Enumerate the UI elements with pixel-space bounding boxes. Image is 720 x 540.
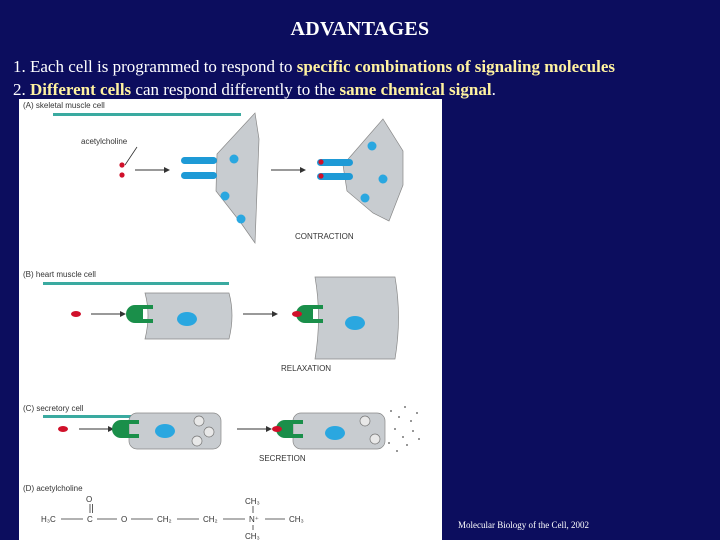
figure-svg: (A) skeletal muscle cell acetylcholine C… xyxy=(23,101,420,540)
panel-b-label-bar xyxy=(43,282,229,285)
ligand xyxy=(292,311,302,317)
formula-ch2-a: CH₂ xyxy=(157,515,172,524)
ligand-dot xyxy=(119,162,125,168)
panel-c-label-bar xyxy=(43,415,179,418)
receptor xyxy=(181,157,217,164)
receptor xyxy=(181,172,217,179)
formula-ch3-right: CH₃ xyxy=(289,515,304,524)
secreted-particles xyxy=(388,406,420,452)
ligand-dot xyxy=(318,159,324,165)
advantage-2-middle: can respond differently to the xyxy=(131,80,340,99)
nucleus xyxy=(367,141,377,151)
formula-ester-o: O xyxy=(121,515,127,524)
advantage-1-text: 1. Each cell is programmed to respond to xyxy=(13,57,297,76)
receptor xyxy=(276,420,303,438)
formula-ch3-bottom: CH₃ xyxy=(245,532,260,540)
advantage-1-highlight: specific combinations of signaling molec… xyxy=(296,57,616,76)
nucleus xyxy=(345,316,365,330)
panel-c-label: (C) secretory cell xyxy=(23,404,84,413)
formula-carbonyl-c: C xyxy=(87,515,93,524)
panel-b: (B) heart muscle cell RELAXATION xyxy=(23,270,399,373)
advantage-2: 2. Different cells can respond different… xyxy=(13,80,496,100)
receptor xyxy=(126,305,153,323)
acetylcholine-formula: H₃C C O O CH₂ CH₂ N⁺ CH₃ CH₃ CH₃ xyxy=(41,495,304,540)
ligand xyxy=(272,426,282,432)
ligand-dot xyxy=(119,172,125,178)
formula-carbonyl-o: O xyxy=(86,495,92,504)
receptor xyxy=(317,173,353,180)
formula-n: N⁺ xyxy=(249,515,259,524)
advantage-2-suffix: . xyxy=(491,80,496,99)
advantage-2-highlight-cells: Different cells xyxy=(30,80,132,99)
formula-ch3-top: CH₃ xyxy=(245,497,260,506)
muscle-cell xyxy=(215,112,260,245)
panel-d-label: (D) acetylcholine xyxy=(23,484,83,493)
advantage-1: 1. Each cell is programmed to respond to… xyxy=(13,57,615,77)
granule xyxy=(359,415,371,427)
panel-a-label-bar xyxy=(53,113,241,116)
ligand xyxy=(58,426,68,432)
panel-d: (D) acetylcholine H₃C C O O CH₂ CH₂ N⁺ C… xyxy=(23,484,304,540)
granule xyxy=(369,433,381,445)
secretion-label: SECRETION xyxy=(259,454,306,463)
receptor xyxy=(296,305,323,323)
pointer-line xyxy=(124,146,138,166)
panel-b-label: (B) heart muscle cell xyxy=(23,270,96,279)
panel-a: (A) skeletal muscle cell acetylcholine C… xyxy=(23,101,404,245)
advantage-2-highlight-signal: same chemical signal xyxy=(339,80,492,99)
slide-title: ADVANTAGES xyxy=(290,18,430,40)
panel-a-label: (A) skeletal muscle cell xyxy=(23,101,105,110)
nucleus xyxy=(155,424,175,438)
ligand-dot xyxy=(318,173,324,179)
receptor xyxy=(112,420,139,438)
acetylcholine-label: acetylcholine xyxy=(81,137,128,146)
ligand xyxy=(71,311,81,317)
nucleus xyxy=(220,191,230,201)
nucleus xyxy=(229,154,239,164)
relaxation-label: RELAXATION xyxy=(281,364,331,373)
contraction-label: CONTRACTION xyxy=(295,232,354,241)
nucleus xyxy=(177,312,197,326)
receptor xyxy=(317,159,353,166)
granule xyxy=(203,426,215,438)
formula-ch2-b: CH₂ xyxy=(203,515,218,524)
source-credit: Molecular Biology of the Cell, 2002 xyxy=(458,520,589,530)
nucleus xyxy=(325,426,345,440)
advantage-2-prefix: 2. xyxy=(13,80,30,99)
contracted-cell xyxy=(342,118,404,222)
nucleus xyxy=(360,193,370,203)
granule xyxy=(191,435,203,447)
panel-c: (C) secretory cell SECRETION xyxy=(23,404,420,463)
granule xyxy=(193,415,205,427)
nucleus xyxy=(236,214,246,224)
nucleus xyxy=(378,174,388,184)
formula-h3c: H₃C xyxy=(41,515,56,524)
signaling-figure: (A) skeletal muscle cell acetylcholine C… xyxy=(19,99,442,540)
